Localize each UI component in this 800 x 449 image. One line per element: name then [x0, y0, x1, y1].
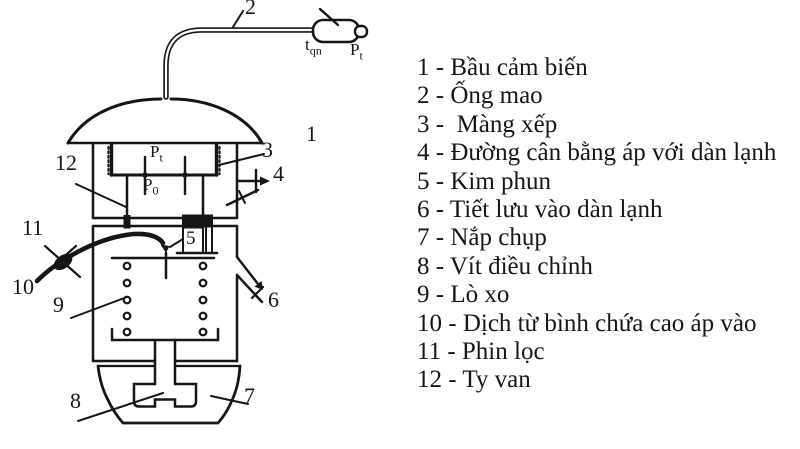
- symbol-p-bulb: Pt: [350, 40, 363, 61]
- spring-bottom-bracket: [110, 327, 220, 342]
- adjusting-screw: [132, 382, 198, 408]
- legend-item-9: 9 - Lò xo: [417, 281, 510, 309]
- legend-item-8: 8 - Vít điều chỉnh: [417, 252, 593, 280]
- callout-10: 10: [12, 274, 34, 299]
- partition-and-nozzle: [91, 214, 239, 280]
- callout-7: 7: [244, 383, 255, 408]
- symbol-base: P: [150, 142, 160, 161]
- symbol-base: t: [305, 35, 310, 54]
- legend-item-2: 2 - Ống mao: [417, 82, 543, 110]
- symbol-t-superheat: tqn: [305, 35, 322, 56]
- legend-item-4: 4 - Đường cân bằng áp với dàn lạnh: [417, 139, 777, 167]
- sensor-bulb: [311, 7, 369, 44]
- symbol-base: P: [350, 40, 360, 59]
- leader-9: [70, 296, 128, 319]
- callout-12: 12: [55, 150, 77, 175]
- symbol-sub: 0: [152, 183, 159, 198]
- legend-item-10: 10 - Dịch từ bình chứa cao áp vào: [417, 309, 757, 337]
- callout-1: 1: [306, 121, 317, 146]
- leader-7: [210, 395, 249, 405]
- legend-item-5: 5 - Kim phun: [417, 167, 552, 195]
- symbol-sub: qn: [309, 43, 322, 58]
- symbol-sub: t: [359, 48, 363, 63]
- callout-2: 2: [245, 0, 256, 19]
- legend-item-7: 7 - Nắp chụp: [417, 224, 547, 252]
- spring: [110, 256, 220, 342]
- cap-outline: [96, 364, 242, 425]
- legend: 1 - Bầu cảm biến 2 - Ống mao 3 - Màng xế…: [417, 54, 776, 395]
- callout-11: 11: [22, 215, 44, 240]
- bottom-cap-and-screw: [91, 338, 242, 425]
- legend-item-3: 3 - Màng xếp: [417, 110, 558, 138]
- legend-item-12: 12 - Ty van: [417, 366, 531, 394]
- leader-lines: [70, 153, 265, 422]
- upper-body: [91, 142, 239, 220]
- nozzle-seat: [182, 214, 213, 228]
- callout-5: 5: [186, 228, 196, 249]
- needle-arrowhead: [160, 244, 170, 253]
- callout-4: 4: [273, 161, 284, 186]
- legend-item-6: 6 - Tiết lưu vào dàn lạnh: [417, 196, 663, 224]
- symbol-sub: t: [159, 150, 163, 165]
- balance-port: [225, 168, 270, 207]
- inlet-and-filter: [34, 231, 166, 284]
- symbol-base: P: [143, 175, 153, 194]
- symbol-p-evap: P0: [143, 175, 158, 196]
- legend-item-1: 1 - Bầu cảm biến: [417, 54, 588, 81]
- leader-3: [218, 153, 265, 166]
- symbol-p-top: Pt: [150, 142, 163, 163]
- callout-3: 3: [262, 137, 273, 162]
- callout-9: 9: [53, 292, 64, 317]
- leader-8: [77, 392, 164, 422]
- legend-item-11: 11 - Phin lọc: [417, 338, 545, 366]
- callout-6: 6: [268, 287, 279, 312]
- capillary-tube: [163, 10, 323, 100]
- diaphragm-dome: [66, 97, 264, 145]
- lower-body-and-outlet: [91, 224, 265, 363]
- leader-12: [75, 183, 127, 208]
- balance-arrowhead: [260, 176, 270, 186]
- callout-8: 8: [70, 388, 81, 413]
